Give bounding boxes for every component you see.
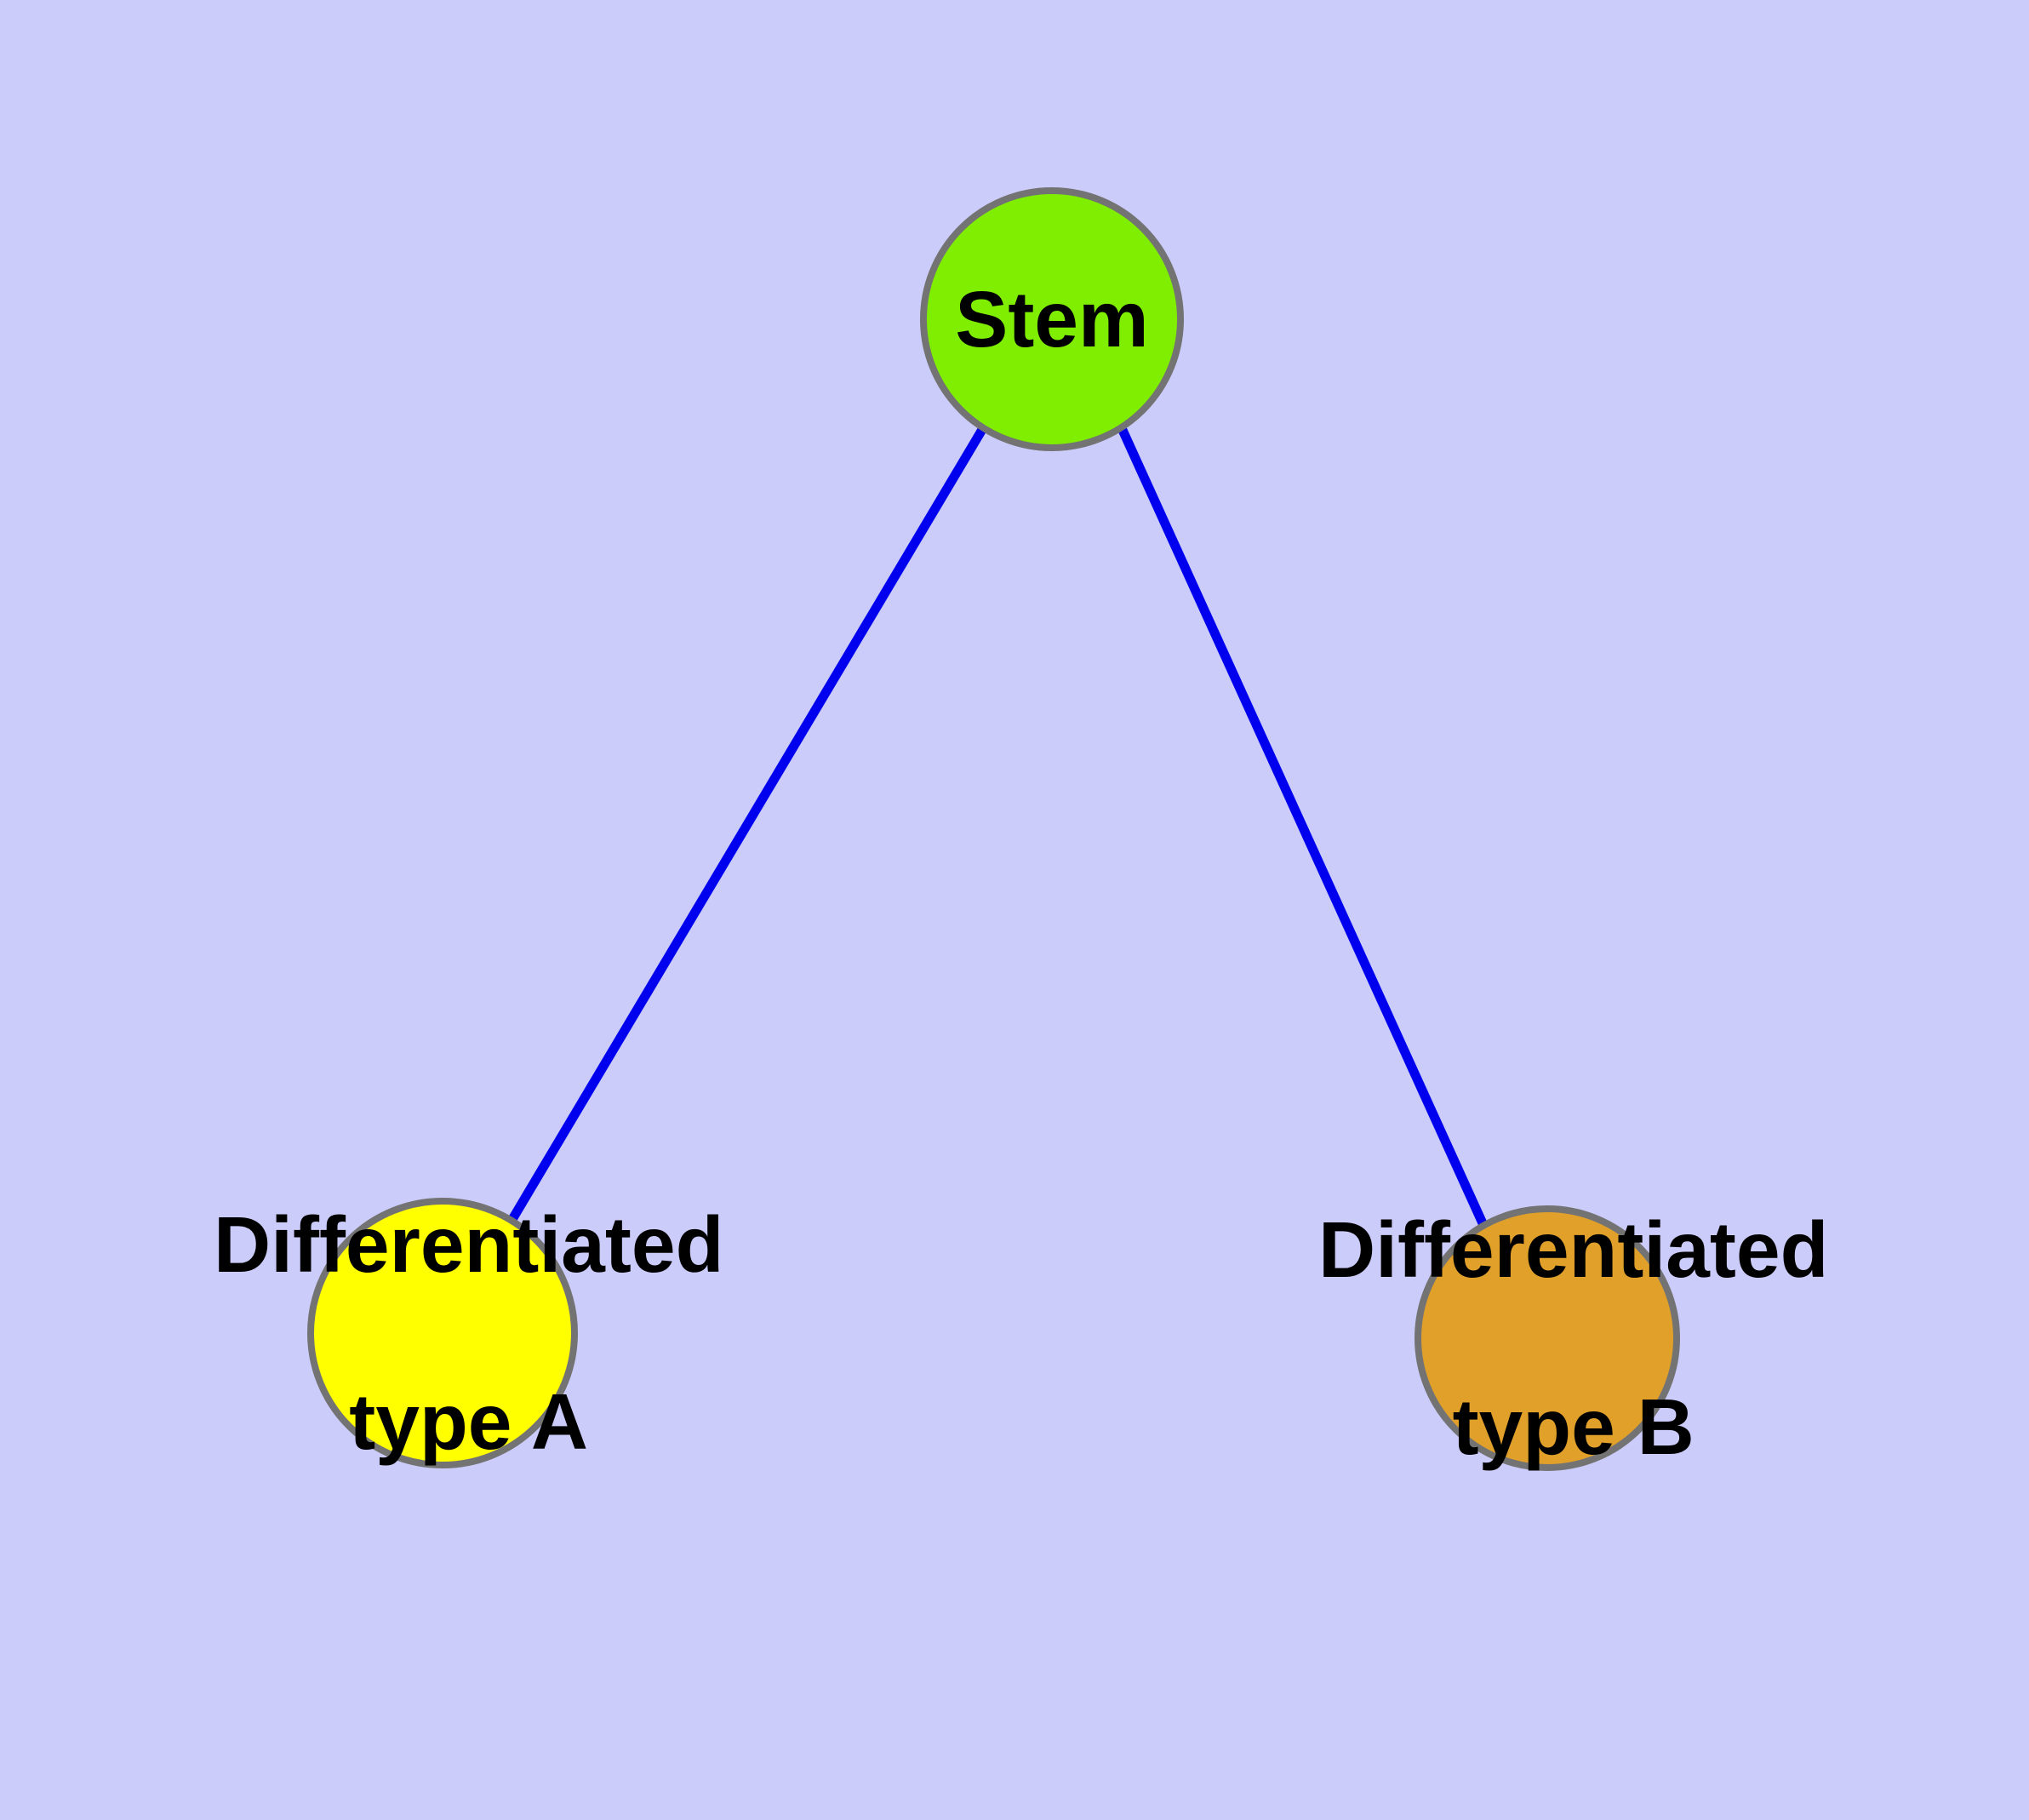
- edge-layer: [507, 426, 1488, 1226]
- node-differentiated-type-a[interactable]: [307, 1198, 578, 1468]
- node-layer: [307, 187, 1680, 1471]
- edge-stem-to-diff-b[interactable]: [1117, 426, 1488, 1226]
- edge-stem-to-diff-a[interactable]: [507, 426, 987, 1223]
- node-stem[interactable]: [920, 187, 1184, 451]
- node-differentiated-type-b[interactable]: [1415, 1205, 1680, 1471]
